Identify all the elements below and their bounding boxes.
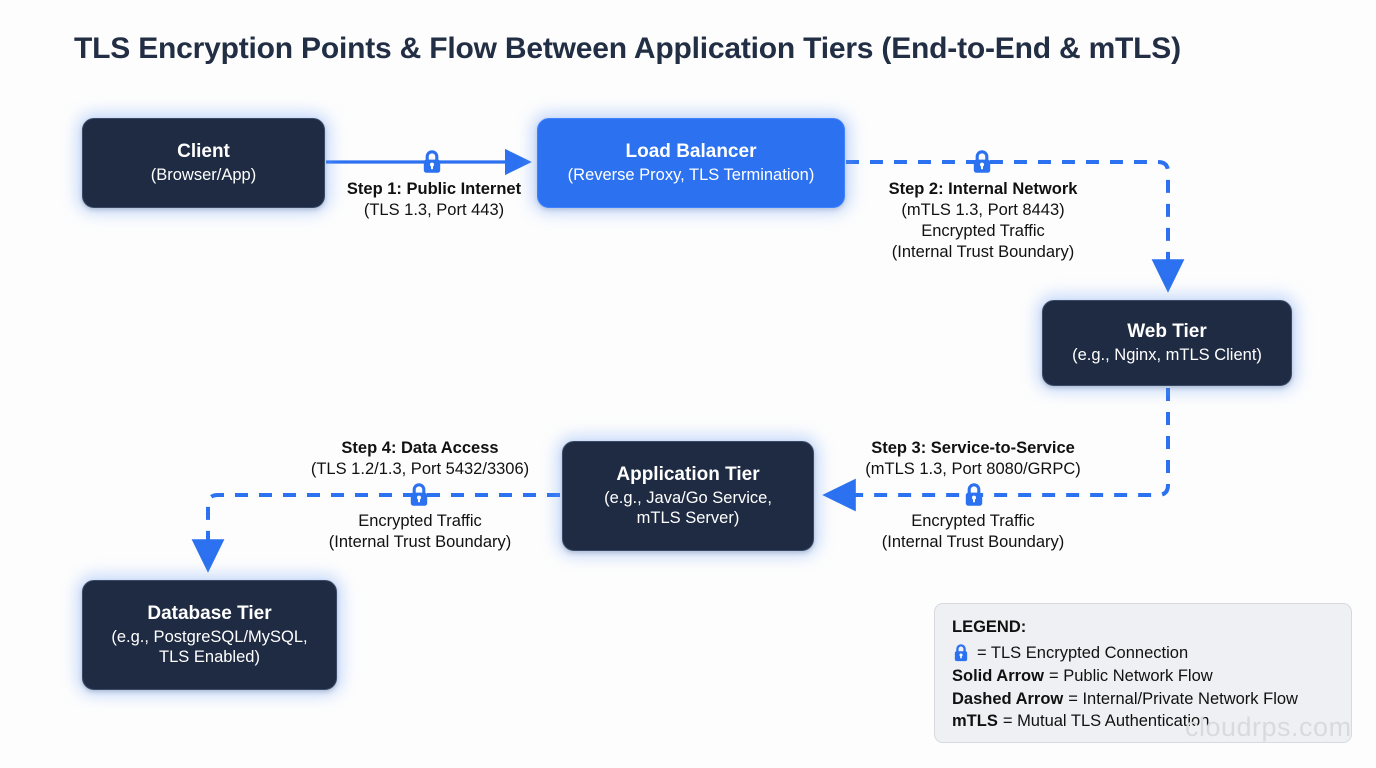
step-4-label: Step 4: Data Access (TLS 1.2/1.3, Port 5… [275,438,565,480]
node-client-subtitle: (Browser/App) [150,166,257,185]
step-2-note-1: Encrypted Traffic [921,221,1045,240]
node-database-tier-subtitle: (e.g., PostgreSQL/MySQL, TLS Enabled) [111,628,308,667]
step-3-label: Step 3: Service-to-Service (mTLS 1.3, Po… [828,438,1118,480]
legend-row-key: Solid Arrow [952,666,1044,685]
node-web-tier-title: Web Tier [1127,320,1207,342]
step-3-note-2: (Internal Trust Boundary) [881,532,1065,551]
legend-row-value: = Public Network Flow [1048,666,1213,685]
lock-icon [954,644,968,662]
wire-step-2 [846,160,1185,293]
step-3-title: Step 3: Service-to-Service [871,439,1075,457]
page-title: TLS Encryption Points & Flow Between App… [74,32,1181,65]
legend-row-value: = Internal/Private Network Flow [1068,689,1298,708]
node-load-balancer-title: Load Balancer [625,140,757,162]
step-4-title: Step 4: Data Access [341,439,499,457]
lock-icon [423,150,441,173]
legend-row-key: Dashed Arrow [952,689,1064,708]
lock-icon [973,150,991,173]
node-load-balancer[interactable]: Load Balancer (Reverse Proxy, TLS Termin… [537,118,845,208]
node-application-tier-title: Application Tier [616,463,760,485]
step-2-detail: (mTLS 1.3, Port 8443) [901,200,1065,219]
wire-step-3 [822,388,1170,512]
node-web-tier[interactable]: Web Tier (e.g., Nginx, mTLS Client) [1042,300,1292,386]
node-application-tier[interactable]: Application Tier (e.g., Java/Go Service,… [562,441,814,551]
legend-row-key: mTLS [952,712,998,731]
legend-panel: LEGEND: = TLS Encrypted Connection Solid… [934,603,1352,743]
lock-icon [410,483,428,506]
step-3-notes: Encrypted Traffic (Internal Trust Bounda… [828,511,1118,553]
legend-row-value: = TLS Encrypted Connection [977,644,1189,662]
step-3-note-1: Encrypted Traffic [911,512,1035,530]
legend-title: LEGEND: [952,618,1027,636]
step-1-detail: (TLS 1.3, Port 443) [363,200,505,219]
step-4-note-1: Encrypted Traffic [358,512,482,530]
step-1-title: Step 1: Public Internet [346,180,522,198]
step-4-notes: Encrypted Traffic (Internal Trust Bounda… [275,511,565,553]
node-database-tier-title: Database Tier [147,602,272,624]
node-database-tier[interactable]: Database Tier (e.g., PostgreSQL/MySQL, T… [82,580,337,690]
legend-row: mTLS = Mutual TLS Authentication [952,710,1351,733]
legend-row-value: = Mutual TLS Authentication [1002,712,1210,731]
node-client-title: Client [177,140,230,162]
step-2-label: Step 2: Internal Network (mTLS 1.3, Port… [838,179,1128,263]
step-2-note-2: (Internal Trust Boundary) [891,242,1075,261]
step-4-detail: (TLS 1.2/1.3, Port 5432/3306) [310,459,530,478]
step-1-label: Step 1: Public Internet (TLS 1.3, Port 4… [300,179,568,221]
legend-row: = TLS Encrypted Connection [952,642,1351,665]
wire-step-4 [191,493,560,573]
step-2-title: Step 2: Internal Network [888,180,1078,198]
node-client[interactable]: Client (Browser/App) [82,118,325,208]
node-web-tier-subtitle: (e.g., Nginx, mTLS Client) [1072,346,1262,365]
legend-row: Dashed Arrow = Internal/Private Network … [952,688,1351,711]
lock-icon [965,483,983,506]
node-load-balancer-subtitle: (Reverse Proxy, TLS Termination) [567,166,815,185]
step-4-note-2: (Internal Trust Boundary) [328,532,512,551]
node-application-tier-subtitle: (e.g., Java/Go Service, mTLS Server) [604,489,772,528]
legend-row: Solid Arrow = Public Network Flow [952,665,1351,688]
step-3-detail: (mTLS 1.3, Port 8080/GRPC) [865,459,1081,478]
